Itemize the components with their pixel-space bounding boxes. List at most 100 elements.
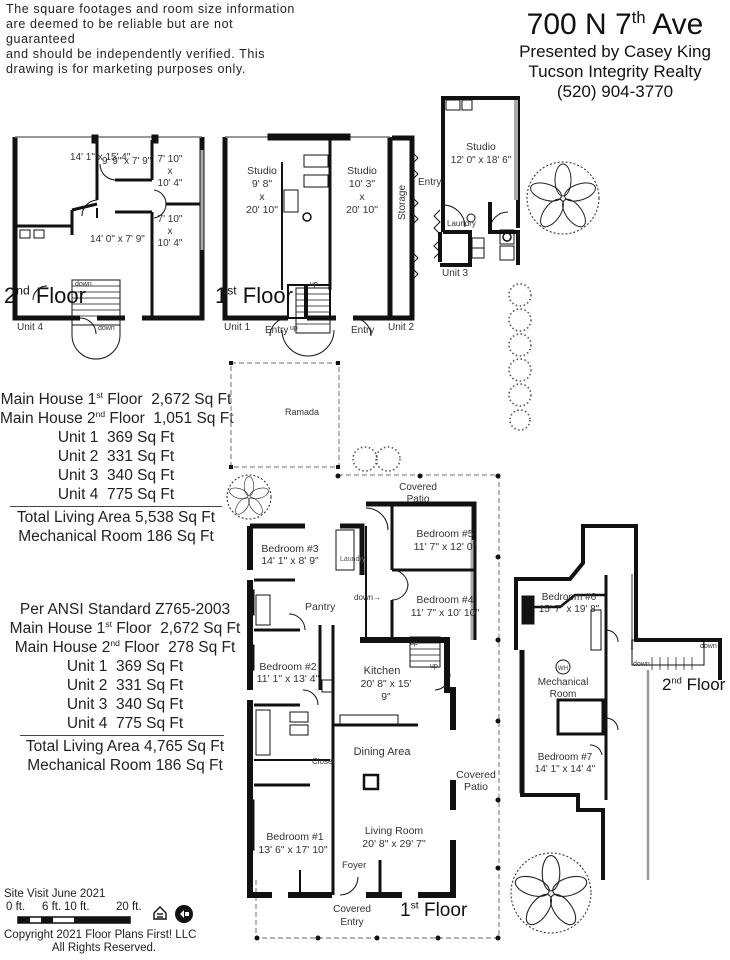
footer: Site Visit June 2021 0 ft. 6 ft. 10 ft. … (4, 888, 204, 955)
room-bedroom4: Bedroom #4 (416, 594, 473, 606)
floor-word: Floor (681, 675, 726, 694)
row-sup: nd (110, 637, 120, 648)
floor-num: 2 (662, 675, 672, 694)
floor-sup: nd (16, 283, 30, 298)
row-label: Main House 1 (0, 391, 97, 408)
room-bedroom6: Bedroom #6 (542, 592, 597, 603)
stair-down-label: down (75, 281, 92, 288)
row-label: Unit 1 (66, 658, 108, 675)
unit4-room-5: 14' 0" x 7' 9" (90, 234, 145, 245)
floor-num: 1 (215, 283, 228, 308)
row-label: Unit 3 (66, 696, 108, 713)
room-bedroom2: Bedroom #2 (259, 661, 316, 673)
row-label: Unit 2 (57, 448, 99, 465)
row-value: 775 Sq Ft (106, 486, 175, 503)
stair-up-label: up (310, 281, 318, 288)
floor-plans-first-logo-icon (175, 905, 193, 923)
stair-down-2f: down (633, 661, 650, 668)
unit2-size2: 20' 10" (346, 204, 378, 216)
unit4-room-4-b: 10' 4" (158, 238, 183, 249)
area-row: Unit 4 775 Sq Ft (0, 485, 232, 504)
room-kitchen-size-2: 9" (381, 691, 391, 703)
unit1-size2: 20' 10" (246, 204, 278, 216)
floor-num: 1 (400, 900, 411, 921)
room-kitchen: Kitchen (364, 665, 401, 677)
row-label: Main House 2 (14, 639, 111, 656)
room-bedroom7: Bedroom #7 (538, 752, 593, 763)
row-value: 278 Sq Ft (168, 639, 236, 656)
ansi-row: Unit 4 775 Sq Ft (0, 714, 250, 733)
floor-word: Floor (236, 283, 293, 308)
unit2-entry: Entry (351, 325, 374, 336)
row-label-post: Floor (105, 410, 145, 427)
brokerage: Tucson Integrity Realty (528, 62, 702, 81)
area-row: Main House 1st Floor 2,672 Sq Ft (0, 390, 232, 409)
stair-down-2f-2: down (700, 643, 717, 650)
laundry-small-label: Laundry (340, 556, 366, 563)
row-sup: st (105, 618, 112, 629)
room-bedroom3: Bedroom #3 (261, 543, 318, 555)
row-value: 1,051 Sq Ft (153, 410, 234, 427)
guest-units-plan: 14' 1" x 15' 4" 9' 9" x 7' 9" 7' 10" x 1… (12, 96, 520, 360)
footer-icons (153, 905, 193, 923)
down-label: down→ (354, 593, 381, 602)
row-label: Unit 4 (57, 486, 99, 503)
guest-2nd-floor-label: 2nd Floor (4, 283, 86, 309)
room-bedroom1: Bedroom #1 (266, 831, 323, 843)
unit3-size: 12' 0" x 18' 6" (451, 155, 512, 166)
scale-label: 6 ft. (42, 901, 62, 913)
closet-label: Closet (312, 757, 335, 766)
address-end: Ave (645, 8, 704, 41)
floor-word: Floor (418, 900, 468, 921)
unit1-room: Studio (247, 165, 277, 177)
row-label: Unit 4 (66, 715, 108, 732)
ansi-row: Unit 2 331 Sq Ft (0, 676, 250, 695)
storage-label: Storage (397, 185, 408, 220)
row-label: Main House 1 (9, 620, 106, 637)
row-value: 340 Sq Ft (106, 467, 175, 484)
row-label: Main House 2 (0, 410, 96, 427)
main-1st-floor-label: 1st Floor (400, 900, 467, 922)
area-mechanical: Mechanical Room 186 Sq Ft (18, 528, 214, 545)
area-summary: Main House 1st Floor 2,672 Sq Ft Main Ho… (0, 390, 234, 546)
row-value: 369 Sq Ft (106, 429, 175, 446)
area-row: Unit 3 340 Sq Ft (0, 466, 232, 485)
room-mechanical-2: Room (550, 689, 577, 700)
row-label-post: Floor (102, 391, 143, 408)
area-total: Total Living Area 5,538 Sq Ft (16, 509, 216, 526)
unit4-room-3: 7' 10" (158, 154, 183, 165)
unit3-entry: Entry (418, 177, 441, 188)
ansi-total: Total Living Area 4,765 Sq Ft (25, 738, 225, 755)
divider (10, 506, 222, 507)
room-mechanical: Mechanical (538, 677, 589, 688)
property-address: 700 N 7th Ave (500, 8, 730, 42)
scale-label: 0 ft. (6, 901, 26, 913)
unit4-room-2: 9' 9" x 7' 9" (102, 156, 152, 167)
unit1-entry: Entry (265, 325, 288, 336)
unit2-x: x (359, 191, 365, 203)
site-visit: Site Visit June 2021 (4, 888, 106, 900)
stair-down-label-2: down (98, 325, 115, 332)
guest-1st-floor-label: 1st Floor (215, 283, 293, 309)
unit2-room: Studio (347, 165, 377, 177)
row-label: Unit 1 (57, 429, 99, 446)
scale-label: 10 ft. (64, 901, 90, 913)
disclaimer-line: drawing is for marketing purposes only. (6, 62, 246, 76)
covered-entry: Covered (333, 904, 371, 915)
row-sup: nd (95, 408, 106, 419)
room-bedroom5-size: 11' 7" x 12' 0" (414, 541, 477, 553)
water-heater-icon: WH (558, 666, 568, 672)
room-bedroom7-size: 14' 1" x 14' 4" (535, 764, 596, 775)
pantry-label: Pantry (305, 601, 336, 613)
row-value: 775 Sq Ft (115, 715, 184, 732)
row-value: 331 Sq Ft (106, 448, 175, 465)
address-main: 700 N 7 (526, 8, 632, 41)
row-value: 340 Sq Ft (115, 696, 184, 713)
ramada-label: Ramada (285, 407, 319, 417)
row-value: 369 Sq Ft (115, 658, 184, 675)
scale-label: 20 ft. (116, 901, 142, 913)
room-bedroom3-size: 14' 1" x 8' 9" (261, 555, 319, 567)
foyer-label: Foyer (342, 860, 366, 871)
unit1-x: x (259, 191, 265, 203)
